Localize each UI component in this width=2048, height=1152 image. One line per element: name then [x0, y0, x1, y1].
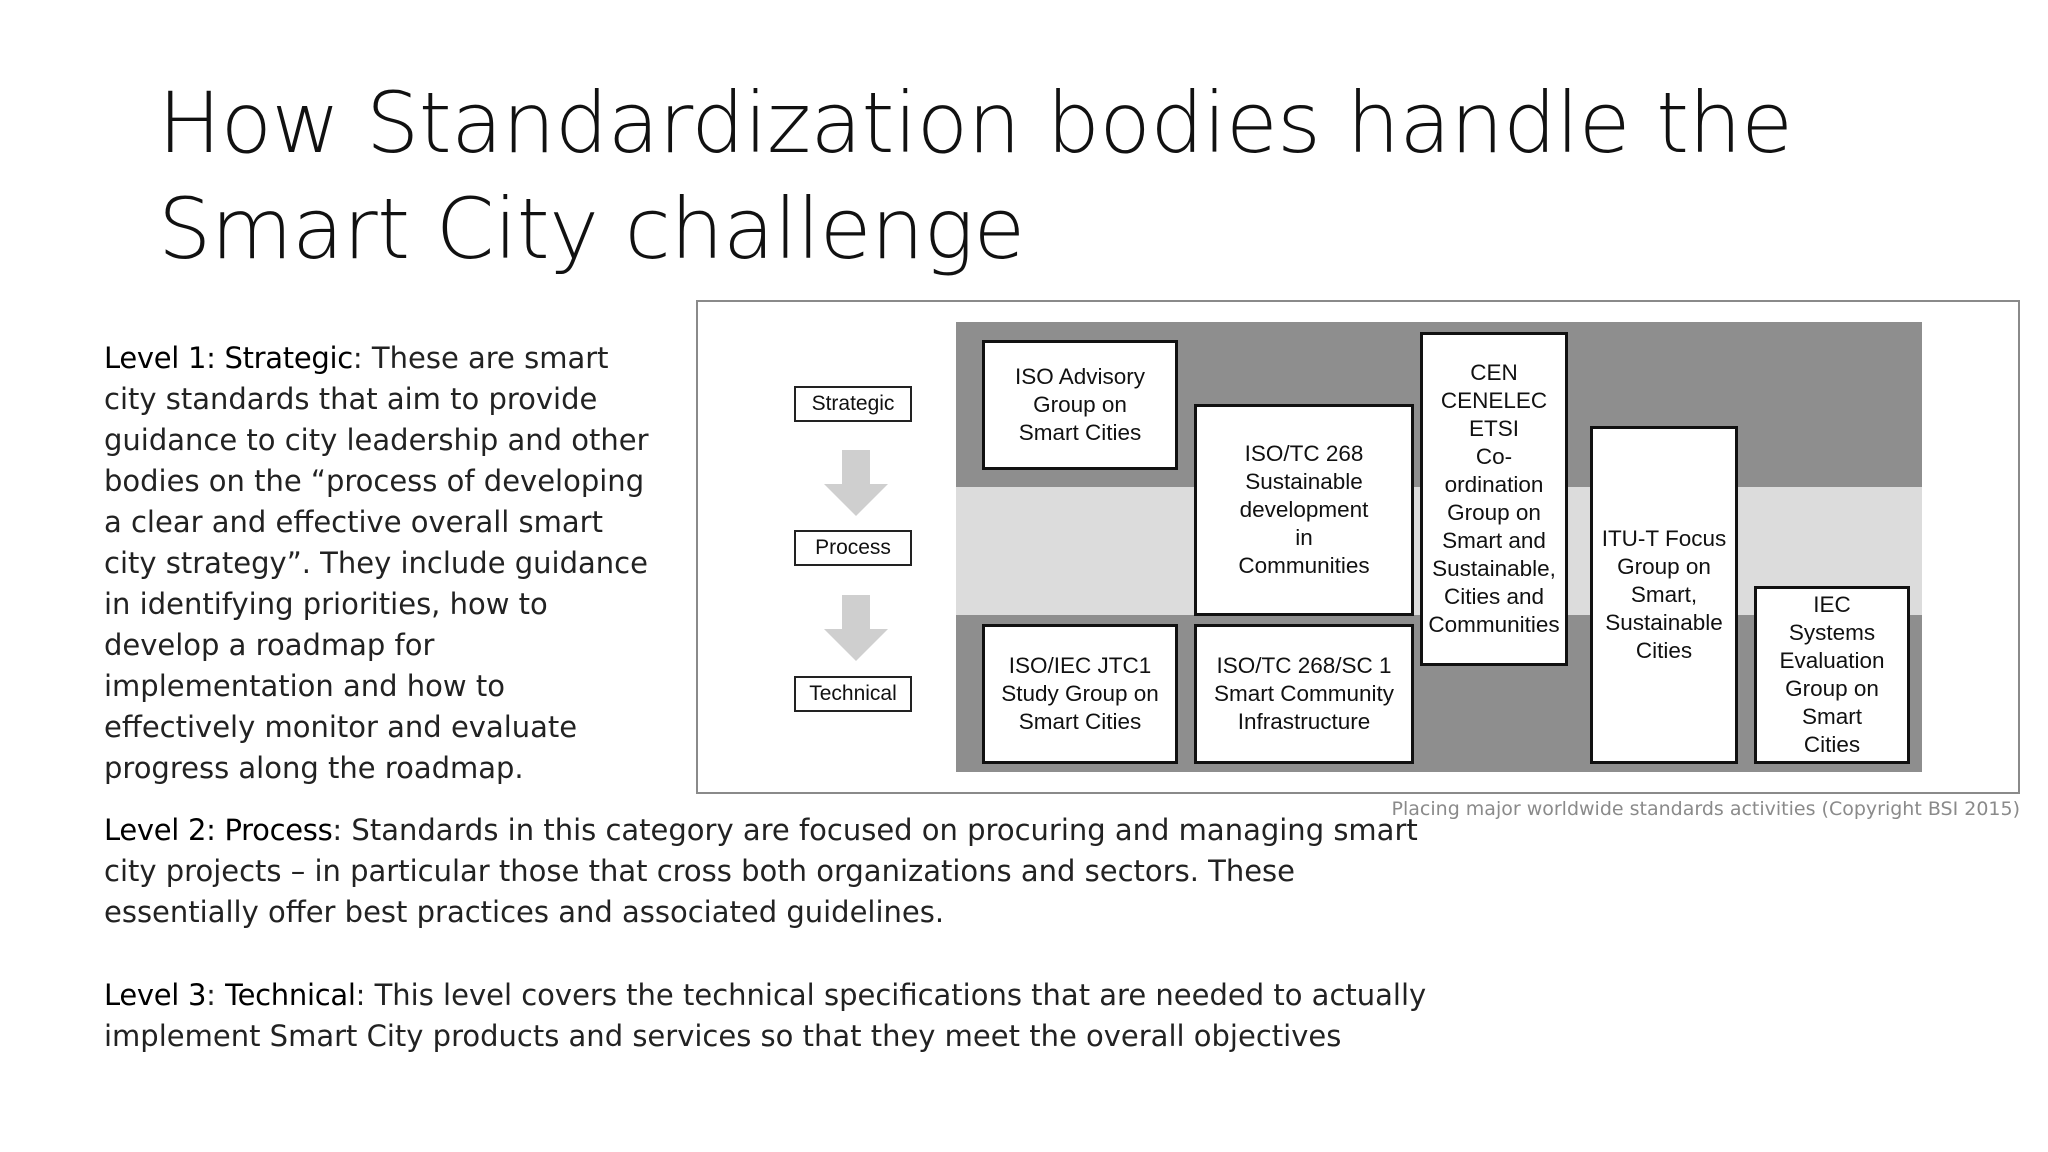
level-strategic-label: Strategic — [794, 386, 912, 422]
box-iso-tc268-sc1: ISO/TC 268/SC 1 Smart Community Infrastr… — [1194, 624, 1414, 764]
box-iso-advisory-group: ISO Advisory Group on Smart Cities — [982, 340, 1178, 470]
level3-paragraph: Level 3: Technical: This level covers th… — [104, 975, 1464, 1057]
level2-text: : Standards in this category are focused… — [104, 813, 1418, 929]
level2-paragraph: Level 2: Process: Standards in this cate… — [104, 810, 1424, 933]
figure-caption: Placing major worldwide standards activi… — [1391, 798, 2020, 820]
level-process-label: Process — [794, 530, 912, 566]
level1-text: : These are smart city standards that ai… — [104, 341, 649, 785]
level1-paragraph: Level 1: Strategic: These are smart city… — [104, 338, 664, 789]
level3-technical-label: Technical — [225, 978, 356, 1012]
box-iso-iec-jtc1: ISO/IEC JTC1 Study Group on Smart Cities — [982, 624, 1178, 764]
level1-label: Level 1: Strategic — [104, 341, 353, 375]
slide-title: How Standardization bodies handle the Sm… — [158, 74, 1793, 278]
box-itu-t-focus-group: ITU-T Focus Group on Smart, Sustainable … — [1590, 426, 1738, 764]
down-arrow-icon — [824, 595, 888, 661]
level-technical-label: Technical — [794, 676, 912, 712]
level2-label: Level 2: Process — [104, 813, 333, 847]
box-iso-tc268: ISO/TC 268 Sustainable development in Co… — [1194, 404, 1414, 616]
level3-label: Level 3 — [104, 978, 207, 1012]
standards-diagram: Strategic Process Technical ISO Advisory… — [696, 300, 2020, 794]
box-cen-cenelec-etsi: CEN CENELEC ETSI Co- ordination Group on… — [1420, 332, 1568, 666]
level3-separator: : — [206, 978, 226, 1012]
down-arrow-icon — [824, 450, 888, 516]
level3-text: : This level covers the technical specif… — [104, 978, 1427, 1053]
box-iec-systems-evaluation: IEC Systems Evaluation Group on Smart Ci… — [1754, 586, 1910, 764]
